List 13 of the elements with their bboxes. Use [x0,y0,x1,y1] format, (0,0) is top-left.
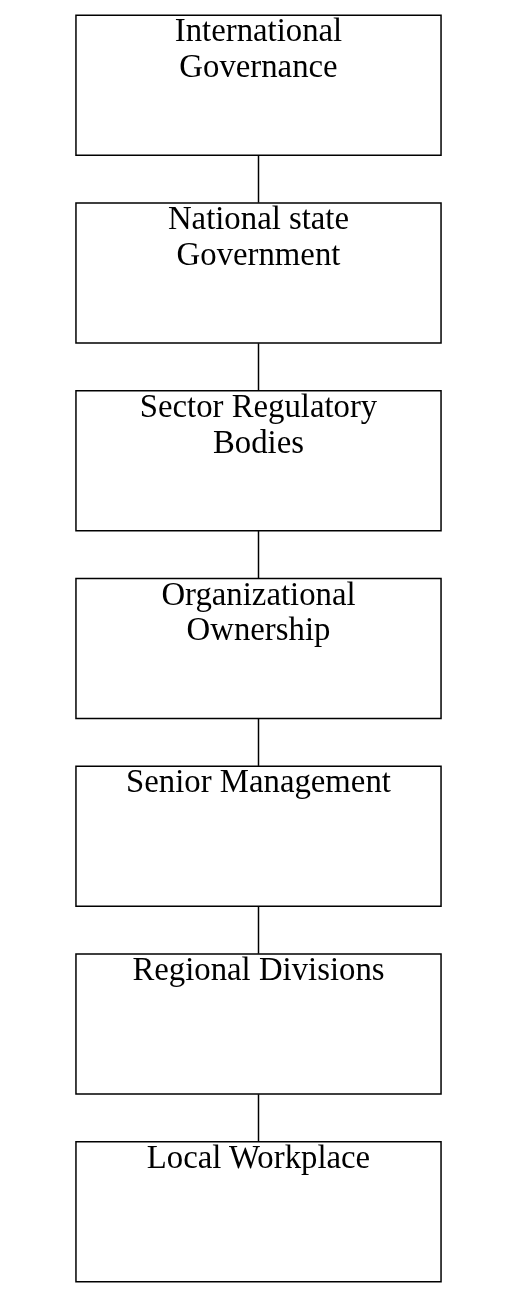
connector [257,342,259,392]
node-box: Senior Management [74,765,442,908]
connector [257,154,259,204]
node-box: International Governance [74,14,442,156]
node-box: National state Government [74,202,442,344]
connector [257,1093,259,1143]
connector [257,718,259,767]
connector [257,905,259,955]
connector [257,530,259,579]
node-box: Local Workplace [74,1141,442,1283]
node-box: Sector Regulatory Bodies [74,389,442,532]
node-box: Regional Divisions [74,953,442,1095]
node-box: Organizational Ownership [74,577,442,720]
